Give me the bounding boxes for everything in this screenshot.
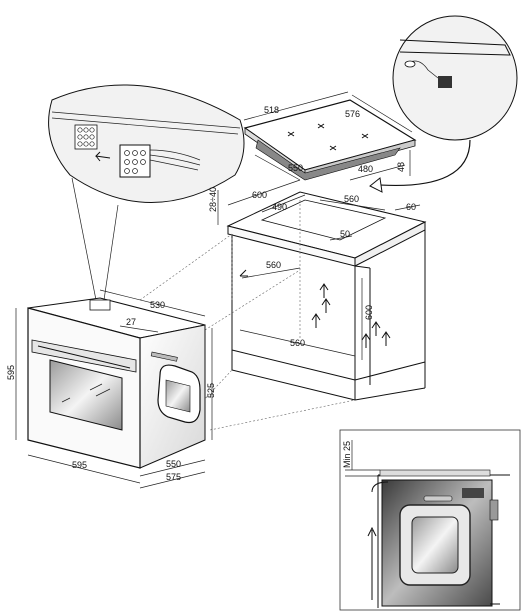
airflow-arrow-icon [319,283,329,298]
oven-height-label: 595 [6,365,16,380]
oven-total-width-label: 575 [166,472,181,482]
cable-zoom-right [392,15,518,141]
section-min-gap-label: Min 25 [342,441,352,468]
section-view: Min 25 [339,429,521,611]
hob: 518 576 550 480 48 [243,91,417,181]
hob-width-label: 576 [345,109,360,119]
curved-arrow-icon [379,139,471,187]
cabinet-inner-depth-label: 560 [344,194,359,204]
airflow-up-icon [367,526,377,600]
airflow-arrow-icon [381,331,391,346]
airflow-curve-icon [371,481,389,493]
cabinet-width-label: 600 [252,190,267,200]
worktop-offset-label: 28÷40 [208,187,218,212]
oven-panel-depth-label: 27 [126,317,136,327]
airflow-arrow-icon [371,321,381,336]
connector-zoom-left [48,84,245,203]
airflow-arrow-icon [321,298,331,313]
hob-height-label: 48 [396,162,406,172]
cabinet-inner-width-mid-label: 560 [266,260,281,270]
cabinet-bottom-width-label: 560 [290,338,305,348]
clip-icon [438,76,452,88]
airflow-arrow-icon [361,333,371,348]
oven-width-label: 595 [72,460,87,470]
cabinet-inner-width-label: 490 [272,202,287,212]
oven-depth-label: 530 [150,300,165,310]
cabinet-rear-gap-label: 60 [406,202,416,212]
plug-icon [119,144,201,178]
cabinet-vent-gap-label: 50 [340,229,350,239]
cabinet: 560 560 600 28÷40 600 490 560 60 50 [208,179,427,401]
cabinet-height-cutout-label: 600 [364,305,374,320]
airflow-arrow-icon [311,313,321,328]
terminal-block-icon [74,124,98,150]
hob-depth-label: 518 [264,105,279,115]
hob-cutout-depth-label: 480 [358,164,373,174]
oven-body-height-label: 525 [206,383,216,398]
hob-width-top-label: 550 [288,163,303,173]
arrow-left-icon [94,151,111,162]
oven-body-width-label: 550 [166,459,181,469]
oven: 595 595 530 27 525 550 575 [6,289,216,489]
